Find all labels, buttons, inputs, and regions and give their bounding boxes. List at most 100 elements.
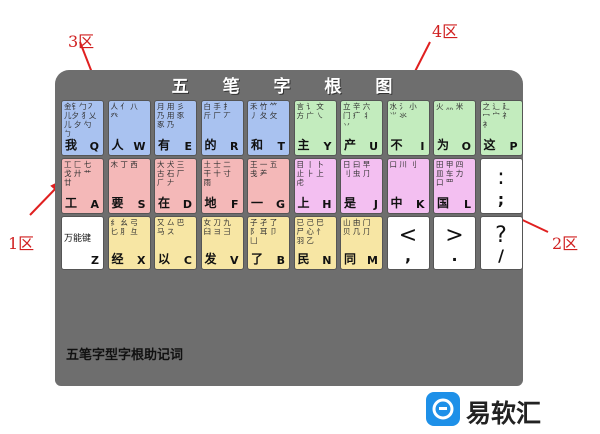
- key-radicals: 目 丨 卜 止 ⺊ 上 虍: [296, 160, 327, 187]
- key-char: 是: [344, 196, 357, 210]
- key-char: 民: [297, 252, 310, 266]
- key-char: 我: [65, 138, 78, 152]
- key-char: 上: [297, 196, 310, 210]
- key-letter: G: [275, 198, 285, 211]
- key-letter: F: [230, 198, 239, 211]
- key-letter: Y: [323, 140, 332, 153]
- key-char: 地: [204, 196, 217, 210]
- key-radicals: 土 士 二 干 十 寸 雨: [203, 160, 234, 187]
- key-char: 和: [251, 138, 264, 152]
- key-char: 一: [251, 196, 264, 210]
- key-symbol-top: <: [398, 223, 418, 248]
- key-radicals: 子 孑 了 阝 耳 卩 凵: [250, 218, 280, 245]
- key-radicals: 金钅勹㇇ 儿夕 犭乂 儿 夕 勺 ㄅ: [64, 102, 99, 138]
- key-radicals: 火 灬 米: [436, 102, 464, 111]
- key-letter: W: [133, 140, 146, 153]
- key-letter: P: [509, 140, 518, 153]
- zone-label-2: 2区: [552, 234, 579, 253]
- key-radicals: 月 用 彡 乃 用 豕 豖 乃: [157, 102, 187, 129]
- key-char: 工: [65, 196, 78, 210]
- key-slash[interactable]: ?/: [479, 216, 523, 270]
- key-symbol-top: :: [497, 165, 505, 190]
- key-char: 国: [437, 196, 450, 210]
- key-char: 不: [390, 138, 403, 152]
- key-symbol-bottom: .: [451, 246, 458, 265]
- key-radicals: 禾 竹 ⺮ 丿 夂 攵: [250, 102, 280, 120]
- key-char: 发: [204, 252, 217, 266]
- key-char: 了: [251, 252, 264, 266]
- key-symbol-bottom: ;: [497, 190, 505, 209]
- key-radicals: 又 厶 巴 马 ス: [157, 218, 187, 236]
- key-comma[interactable]: <,: [386, 216, 430, 270]
- key-char: 同: [344, 252, 357, 266]
- key-char: 有: [158, 138, 171, 152]
- key-letter: I: [420, 140, 425, 153]
- zone-label-3: 3区: [68, 32, 95, 51]
- key-symbol-top: ?: [495, 223, 507, 248]
- key-letter: D: [182, 198, 192, 211]
- key-radicals: 白 手 扌 斤 厂 丆: [203, 102, 234, 120]
- key-semi[interactable]: :;: [479, 158, 523, 214]
- key-radicals: 木 丁 西: [110, 160, 138, 169]
- key-radicals: 口 川 刂: [389, 160, 417, 169]
- key-radicals: 已 己 巳 尸 心 忄 羽 乙: [296, 218, 327, 245]
- key-letter: L: [463, 198, 471, 211]
- key-radicals: 日 曰 早 刂 虫 ⺆: [343, 160, 373, 178]
- key-char: 产: [344, 138, 357, 152]
- key-letter: U: [369, 140, 378, 153]
- key-radicals: 人 亻 八 癶: [110, 102, 141, 120]
- key-symbol-top: >: [445, 223, 464, 248]
- key-radicals: 女 刀 九 臼 ヨ 彐: [203, 218, 234, 236]
- key-char: 为: [437, 138, 450, 152]
- brand-logo: 易软汇: [426, 392, 596, 432]
- key-radicals: 山 由 门 贝 几 ⺆: [343, 218, 373, 236]
- key-letter: A: [90, 198, 99, 211]
- key-radicals: 大 犬 三 古 石 厂 ⺁ 𠂇: [157, 160, 187, 187]
- key-char: 的: [204, 138, 217, 152]
- key-radicals: 工 匚 七 戈 廾 艹 廿: [64, 160, 94, 187]
- brand-logo-text: 易软汇: [466, 399, 542, 428]
- key-radicals: 立 辛 六 门 疒 丬 丷: [343, 102, 373, 129]
- key-letter: R: [230, 140, 239, 153]
- key-letter: X: [137, 254, 146, 267]
- key-char: 这: [483, 138, 496, 152]
- key-char: 要: [111, 196, 124, 210]
- key-letter: E: [184, 140, 192, 153]
- key-period[interactable]: >.: [433, 216, 476, 270]
- key-letter: T: [277, 140, 285, 153]
- key-symbol-bottom: /: [498, 246, 504, 265]
- board-title: 五 笔 字 根 图: [171, 76, 407, 97]
- key-symbol-bottom: ,: [404, 246, 412, 265]
- key-char: 人: [111, 138, 124, 152]
- key-letter: B: [276, 254, 285, 267]
- key-char: 在: [158, 196, 171, 210]
- key-letter: N: [322, 254, 332, 267]
